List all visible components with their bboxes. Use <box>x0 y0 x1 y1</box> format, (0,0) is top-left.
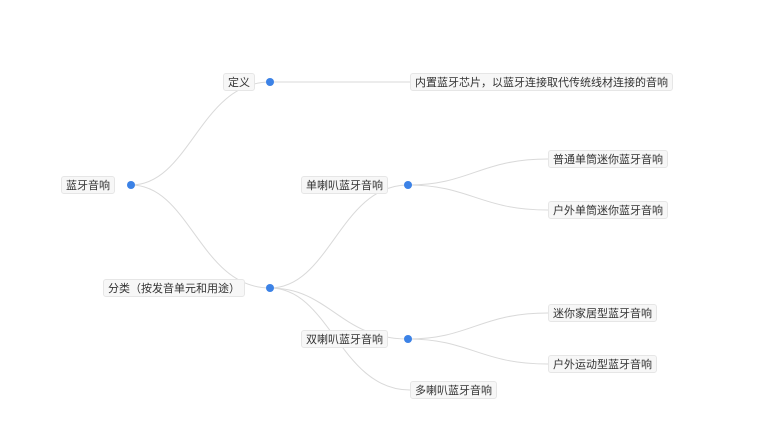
root-node[interactable]: 蓝牙音响 <box>61 176 115 194</box>
edge-classification-single <box>269 184 409 289</box>
edge-double-child-2 <box>407 338 549 365</box>
single-speaker-expand-dot[interactable] <box>404 181 412 189</box>
single-speaker-child-2[interactable]: 户外单筒迷你蓝牙音响 <box>548 201 668 219</box>
double-speaker-child-1[interactable]: 迷你家居型蓝牙音响 <box>548 304 657 322</box>
classification-node[interactable]: 分类（按发音单元和用途） <box>103 279 245 297</box>
multi-speaker-node[interactable]: 多喇叭蓝牙音响 <box>410 381 497 399</box>
single-speaker-child-1[interactable]: 普通单筒迷你蓝牙音响 <box>548 150 668 168</box>
edge-single-child-1 <box>407 158 549 186</box>
edge-double-child-1 <box>407 312 549 340</box>
definition-detail-node[interactable]: 内置蓝牙芯片，以蓝牙连接取代传统线材连接的音响 <box>410 73 673 91</box>
edge-root-classification <box>130 184 271 289</box>
double-speaker-child-2[interactable]: 户外运动型蓝牙音响 <box>548 355 657 373</box>
double-speaker-expand-dot[interactable] <box>404 335 412 343</box>
single-speaker-node[interactable]: 单喇叭蓝牙音响 <box>301 176 388 194</box>
root-expand-dot[interactable] <box>127 181 135 189</box>
double-speaker-node[interactable]: 双喇叭蓝牙音响 <box>301 330 388 348</box>
edge-root-definition <box>130 81 271 186</box>
definition-expand-dot[interactable] <box>266 78 274 86</box>
definition-node[interactable]: 定义 <box>223 73 255 91</box>
classification-expand-dot[interactable] <box>266 284 274 292</box>
edge-single-child-2 <box>407 184 549 211</box>
